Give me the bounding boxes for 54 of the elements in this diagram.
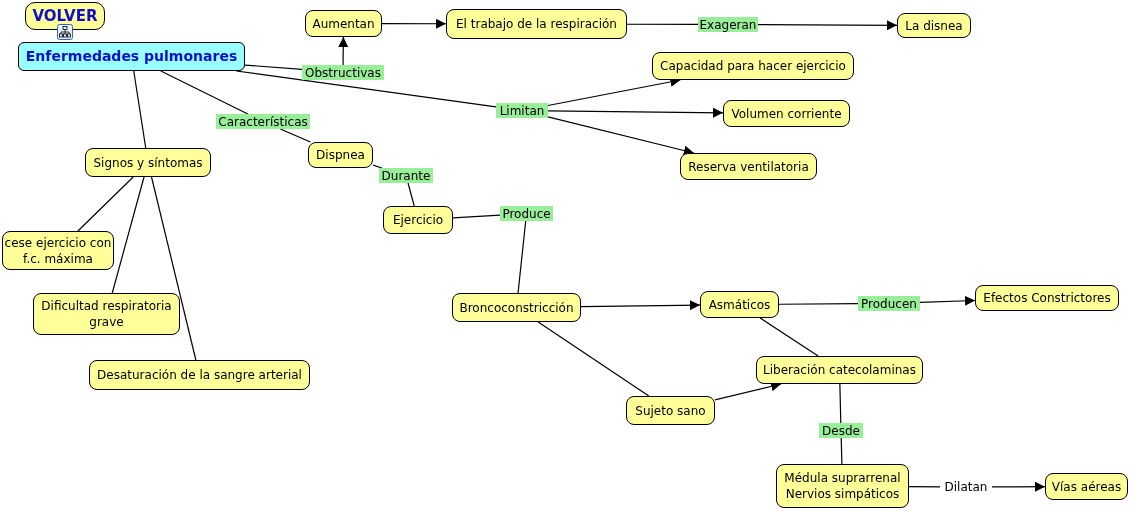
concept-box: Dispnea xyxy=(308,142,373,168)
concept-box: Sujeto sano xyxy=(626,396,715,425)
connector-line xyxy=(372,164,383,169)
linking-phrase: Produce xyxy=(500,206,553,221)
concept-box: Desaturación de la sangre arterial xyxy=(89,360,310,390)
connector-line xyxy=(279,128,312,143)
arrow xyxy=(757,20,898,31)
connector-line xyxy=(133,70,147,149)
arrow xyxy=(338,36,349,66)
connector-line xyxy=(778,303,859,305)
connector-line xyxy=(517,220,527,294)
main-concept-box: Enfermedades pulmonares xyxy=(18,42,245,71)
concept-box: La disnea xyxy=(897,13,971,38)
concept-box: Broncoconstricción xyxy=(452,293,581,322)
connector-line xyxy=(452,214,501,219)
concept-box: Aumentan xyxy=(305,10,382,37)
connector-line xyxy=(77,176,134,232)
arrow xyxy=(381,18,447,29)
connector-line xyxy=(407,182,415,207)
concept-box: Volumen corriente xyxy=(723,100,850,127)
concept-box: El trabajo de la respiración xyxy=(446,9,627,39)
linking-phrase: Características xyxy=(216,114,310,129)
arrow xyxy=(991,481,1046,492)
connector-line xyxy=(111,176,145,294)
concept-box: Ejercicio xyxy=(383,206,453,234)
arrow xyxy=(580,300,701,311)
linking-phrase: Durante xyxy=(379,168,433,183)
link-box: VOLVER xyxy=(25,2,105,30)
linking-phrase: Exageran xyxy=(698,17,758,32)
concept-box: Signos y síntomas xyxy=(85,148,211,177)
connector-line xyxy=(537,321,650,397)
connector-line xyxy=(759,317,819,357)
concept-box: Efectos Constrictores xyxy=(975,285,1119,311)
connector-line xyxy=(626,23,699,26)
concept-box: Dificultad respiratoria grave xyxy=(33,293,180,335)
concept-box: Asmáticos xyxy=(700,291,779,318)
arrow xyxy=(547,107,724,118)
concept-box: Liberación catecolaminas xyxy=(756,356,923,384)
linking-phrase: Producen xyxy=(858,296,920,311)
connector-line xyxy=(908,485,941,488)
linking-phrase: Desde xyxy=(819,423,863,438)
concept-box: Médula suprarrenal Nervios simpáticos xyxy=(776,464,909,508)
linking-phrase: Obstructivas xyxy=(302,65,384,80)
concept-box: cese ejercicio con f.c. máxima xyxy=(2,231,114,270)
connector-line xyxy=(150,176,197,361)
connector-line xyxy=(244,64,303,70)
linking-phrase: Limitan xyxy=(496,103,548,118)
arrow xyxy=(919,295,976,306)
connector-line xyxy=(840,437,843,465)
concept-box: Capacidad para hacer ejercicio xyxy=(652,52,854,80)
concept-box: Vías aéreas xyxy=(1045,473,1128,500)
connector-line xyxy=(839,383,842,424)
connector-line xyxy=(160,70,249,115)
concept-box: Reserva ventilatoria xyxy=(680,153,817,180)
